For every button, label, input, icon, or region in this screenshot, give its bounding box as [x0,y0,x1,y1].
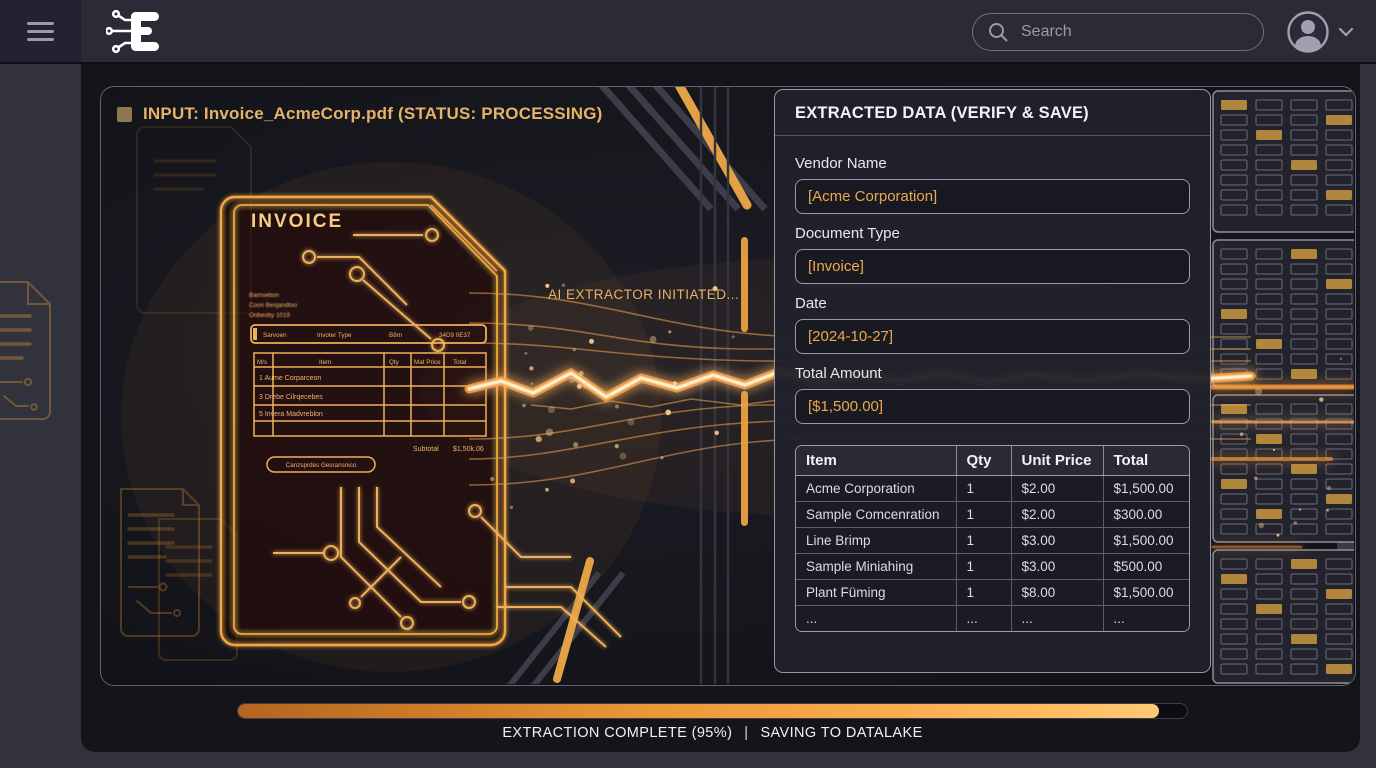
invoice-address-line: Onbesby 1019 [249,312,290,319]
invoice-meta-cell: Sarvoen [263,332,287,339]
progress-fill [238,704,1159,718]
invoice-subtotal-value: $1,50k.06 [453,446,484,453]
table-header-row: Item Qty Unit Price Total [796,446,1189,476]
invoice-col: Qty [389,359,400,366]
col-unit-price: Unit Price [1011,446,1104,476]
invoice-address-line: Coon Besjandtoo [249,302,298,309]
col-item: Item [796,446,957,476]
invoice-address-line: Bamsebon [249,292,280,299]
app-logo [104,7,166,57]
amber-bar-lower [741,391,748,526]
invoice-row: 5 Invera Madvreblon [259,411,323,418]
table-row: ............ [796,605,1189,631]
circuit-traces-top [302,228,445,352]
datalake-rack [1210,90,1354,684]
circuit-traces-bottom [273,487,622,648]
topbar [0,0,1376,64]
invoice-stamp-text: Canzsprdes Gesransnico [286,462,357,469]
invoice-row: 3 Drebe Cilrqecebes [259,394,323,401]
extraction-status-line: EXTRACTION COMPLETE (95%) | SAVING TO DATA… [237,725,1188,741]
status-square-icon [117,106,132,122]
hamburger-icon [27,21,54,41]
invoice-meta-cell: 34D9 0E37 [439,332,471,339]
invoice-grid [253,352,487,437]
document-type-input[interactable] [795,249,1190,284]
status-left: EXTRACTION COMPLETE (95%) [502,725,733,741]
document-type-label: Document Type [795,225,900,242]
amber-bar-upper [741,237,748,332]
line-items-table: Item Qty Unit Price Total Acme Corporati… [795,445,1190,632]
field-vendor-name: Vendor Name [795,155,1190,214]
date-input[interactable] [795,319,1190,354]
invoice-meta-cell: B8m [389,332,402,339]
invoice-col: Total [453,359,466,366]
extractor-status-text: AI EXTRACTOR INITIATED... [548,287,739,302]
field-total-amount: Total Amount [795,365,1190,424]
avatar[interactable] [1286,10,1330,54]
rack-energy-glow [1210,384,1354,549]
extraction-viewport: INVOICE Bamsebon Coon Besjandtoo Onbesby… [100,86,1356,686]
invoice-subtotal-label: Subtotal [413,446,439,453]
energy-particles [490,283,1343,537]
amber-diagonal-top [674,87,752,210]
chevron-down-icon[interactable] [1338,25,1354,37]
hud-seam-panel [507,87,768,684]
panel-title: EXTRACTED DATA (VERIFY & SAVE) [775,90,1210,136]
invoice-meta-cell: Invoter Type [317,332,352,339]
invoice-title: INVOICE [251,211,343,232]
invoice-col: Mat Price [414,359,441,366]
invoice-document: INVOICE Bamsebon Coon Besjandtoo Onbesby… [219,195,622,648]
main-content-container: INVOICE Bamsebon Coon Besjandtoo Onbesby… [81,64,1360,752]
field-date: Date [795,295,1190,354]
extraction-progress-bar [237,703,1188,719]
vendor-name-label: Vendor Name [795,155,887,172]
invoice-col: M/s [257,359,267,366]
extracted-data-panel: EXTRACTED DATA (VERIFY & SAVE) Vendor Na… [774,89,1211,673]
date-label: Date [795,295,827,312]
input-title-row: INPUT: Invoice_AcmeCorp.pdf (STATUS: PRO… [117,104,603,124]
search-input[interactable] [1019,22,1249,42]
circuit-e-logo-icon [104,9,159,54]
vendor-name-input[interactable] [795,179,1190,214]
invoice-col: Item [319,359,331,366]
search-box[interactable] [972,13,1264,51]
field-document-type: Document Type [795,225,1190,284]
amber-diagonal-bottom [553,557,594,683]
status-separator: | [744,725,749,741]
total-amount-input[interactable] [795,389,1190,424]
input-file-title: INPUT: Invoice_AcmeCorp.pdf (STATUS: PRO… [143,104,603,123]
search-icon [989,23,1008,42]
total-amount-label: Total Amount [795,365,882,382]
invoice-meta-strip [250,324,487,344]
col-total: Total [1103,446,1189,476]
invoice-row: 1 Aume Corparceon [259,375,321,382]
invoice-stamp-pill [266,456,376,473]
status-right: SAVING TO DATALAKE [760,725,923,741]
ghost-document-left-margin [0,281,51,420]
col-qty: Qty [956,446,1012,476]
hamburger-menu-button[interactable] [0,0,81,62]
user-avatar-icon [1287,11,1329,53]
